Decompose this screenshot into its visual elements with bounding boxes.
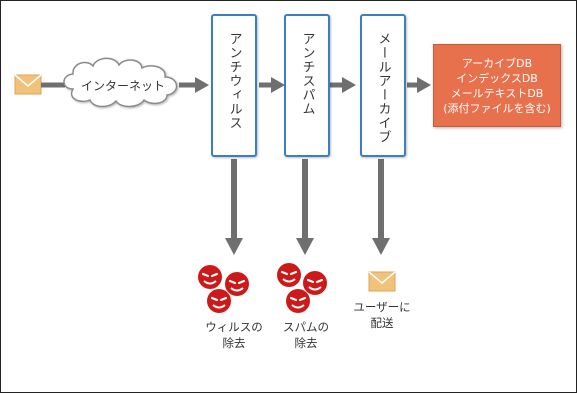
caption-line: 除去 — [222, 336, 246, 350]
caption-line: ウィルスの — [205, 320, 263, 334]
deliver-user-caption: ユーザーに 配送 — [347, 299, 417, 331]
arrow-down-antispam — [296, 159, 314, 255]
mail-text-db-line: メールテキストDB — [450, 86, 544, 100]
spam-removal-caption: スパムの 除去 — [271, 319, 341, 351]
index-db-line: インデックスDB — [456, 71, 538, 85]
antivirus-stage: アンチウィルス — [211, 14, 257, 157]
threat-face-icon — [277, 263, 327, 313]
virus-removal-caption: ウィルスの 除去 — [195, 319, 273, 351]
caption-line: 除去 — [294, 336, 318, 350]
antispam-label: アンチスパム — [299, 32, 315, 116]
threat-face-icon — [198, 265, 249, 313]
envelope-icon — [368, 271, 396, 292]
caption-line: ユーザーに — [353, 300, 411, 314]
antivirus-label: アンチウィルス — [226, 32, 242, 130]
caption-line: スパムの — [283, 320, 329, 334]
mail-archive-stage: メールアーカイブ — [360, 14, 406, 157]
attachments-line: (添付ファイルを含む) — [443, 101, 551, 115]
archive-db-line: アーカイブDB — [461, 56, 533, 70]
arrow-antivirus-antispam — [259, 77, 285, 93]
arrow-down-antivirus — [225, 159, 243, 255]
arrow-antispam-archive — [328, 77, 356, 93]
mail-archive-label: メールアーカイブ — [375, 32, 391, 144]
antispam-stage: アンチスパム — [284, 14, 330, 157]
arrow-archive-db — [407, 77, 431, 93]
archive-db-box: アーカイブDB インデックスDB メールテキストDB (添付ファイルを含む) — [433, 44, 561, 127]
cloud-icon — [63, 57, 178, 108]
arrow-cloud-antivirus — [179, 77, 209, 93]
internet-label: インターネット — [80, 79, 165, 93]
envelope-icon — [14, 74, 42, 95]
arrow-down-archive — [372, 159, 390, 255]
caption-line: 配送 — [370, 316, 394, 330]
